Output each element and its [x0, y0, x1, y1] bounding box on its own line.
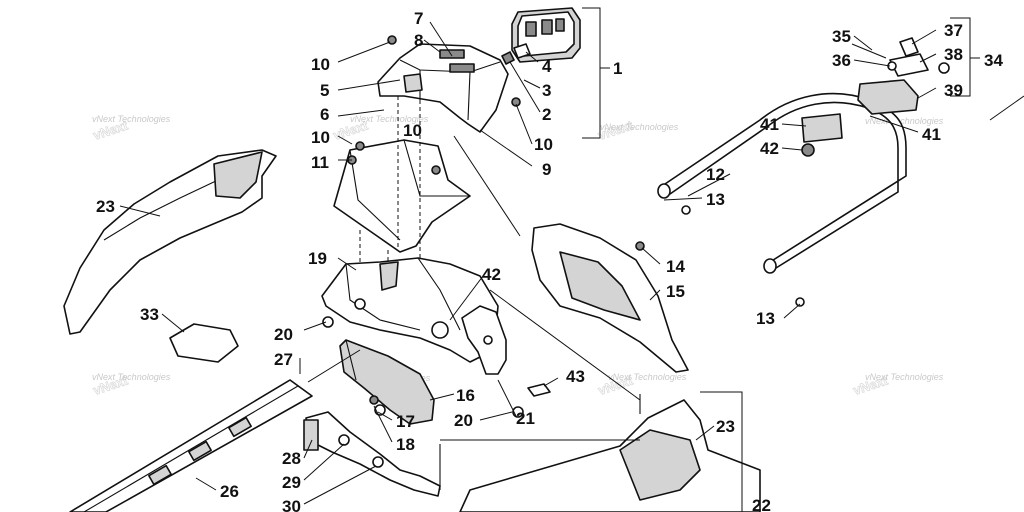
callout-18: 18 — [396, 435, 415, 454]
callout-10a: 10 — [311, 55, 330, 74]
callout-1: 1 — [613, 59, 622, 78]
callout-21: 21 — [516, 409, 535, 428]
callout-20a: 20 — [274, 325, 293, 344]
side-panel-left — [63, 149, 277, 335]
rear-cover — [531, 223, 689, 373]
callout-5: 5 — [320, 81, 329, 100]
callout-27: 27 — [274, 350, 293, 369]
leader-lines — [119, 21, 937, 505]
taillight-bracket — [377, 43, 509, 133]
callout-28: 28 — [282, 449, 301, 468]
callout-20b: 20 — [454, 411, 473, 430]
hitch-assembly — [851, 37, 950, 115]
callout-8: 8 — [414, 31, 423, 50]
callout-42b: 42 — [482, 265, 501, 284]
callout-3: 3 — [542, 81, 551, 100]
taillight-assembly — [501, 7, 581, 65]
callout-19: 19 — [308, 249, 327, 268]
callout-9: 9 — [542, 160, 551, 179]
callout-37: 37 — [944, 21, 963, 40]
watermark-8: vNext Technologies — [865, 372, 944, 382]
watermark-3: vNext Technologies — [600, 122, 679, 132]
callout-38: 38 — [944, 45, 963, 64]
watermark-5: vNext Technologies — [92, 372, 171, 382]
callout-26: 26 — [220, 482, 239, 501]
rear-frame — [439, 394, 761, 512]
callout-29: 29 — [282, 473, 301, 492]
callout-16: 16 — [456, 386, 475, 405]
callout-22: 22 — [752, 496, 771, 512]
watermark-1: vNext Technologies — [92, 114, 171, 124]
callout-4: 4 — [542, 57, 552, 76]
callout-6: 6 — [320, 105, 329, 124]
callout-12: 12 — [706, 165, 725, 184]
flap-mount — [321, 257, 499, 363]
support-bracket — [303, 411, 441, 497]
callout-30: 30 — [282, 497, 301, 512]
callout-14: 14 — [666, 257, 685, 276]
callout-15: 15 — [666, 282, 685, 301]
callout-labels: 1 2 3 4 5 6 7 8 9 10 10 10 10 10 11 12 1… — [96, 9, 1003, 512]
tunnel-rail — [69, 379, 313, 512]
callout-13b: 13 — [756, 309, 775, 328]
callout-7: 7 — [414, 9, 423, 28]
callout-23a: 23 — [96, 197, 115, 216]
mud-flap — [339, 339, 435, 425]
callout-39: 39 — [944, 81, 963, 100]
watermark-4: vNext Technologies — [865, 116, 944, 126]
watermark-2: vNext Technologies — [350, 114, 429, 124]
callout-23b: 23 — [716, 417, 735, 436]
callout-11: 11 — [311, 153, 329, 172]
callout-10d: 10 — [534, 135, 553, 154]
reflector-pad — [169, 323, 239, 363]
callout-10c: 10 — [311, 128, 330, 147]
watermark-7: vNext Technologies — [608, 372, 687, 382]
callout-41a: 41 — [760, 115, 779, 134]
callout-2: 2 — [542, 105, 551, 124]
callout-42a: 42 — [760, 139, 779, 158]
callout-13a: 13 — [706, 190, 725, 209]
side-bracket — [461, 305, 507, 375]
fasteners — [322, 35, 805, 418]
callout-10b: 10 — [403, 121, 422, 140]
callout-33: 33 — [140, 305, 159, 324]
callout-41b: 41 — [922, 125, 941, 144]
callout-17: 17 — [396, 412, 415, 431]
callout-43: 43 — [566, 367, 585, 386]
callout-34: 34 — [984, 51, 1003, 70]
callout-36: 36 — [832, 51, 851, 70]
callout-35: 35 — [832, 27, 851, 46]
